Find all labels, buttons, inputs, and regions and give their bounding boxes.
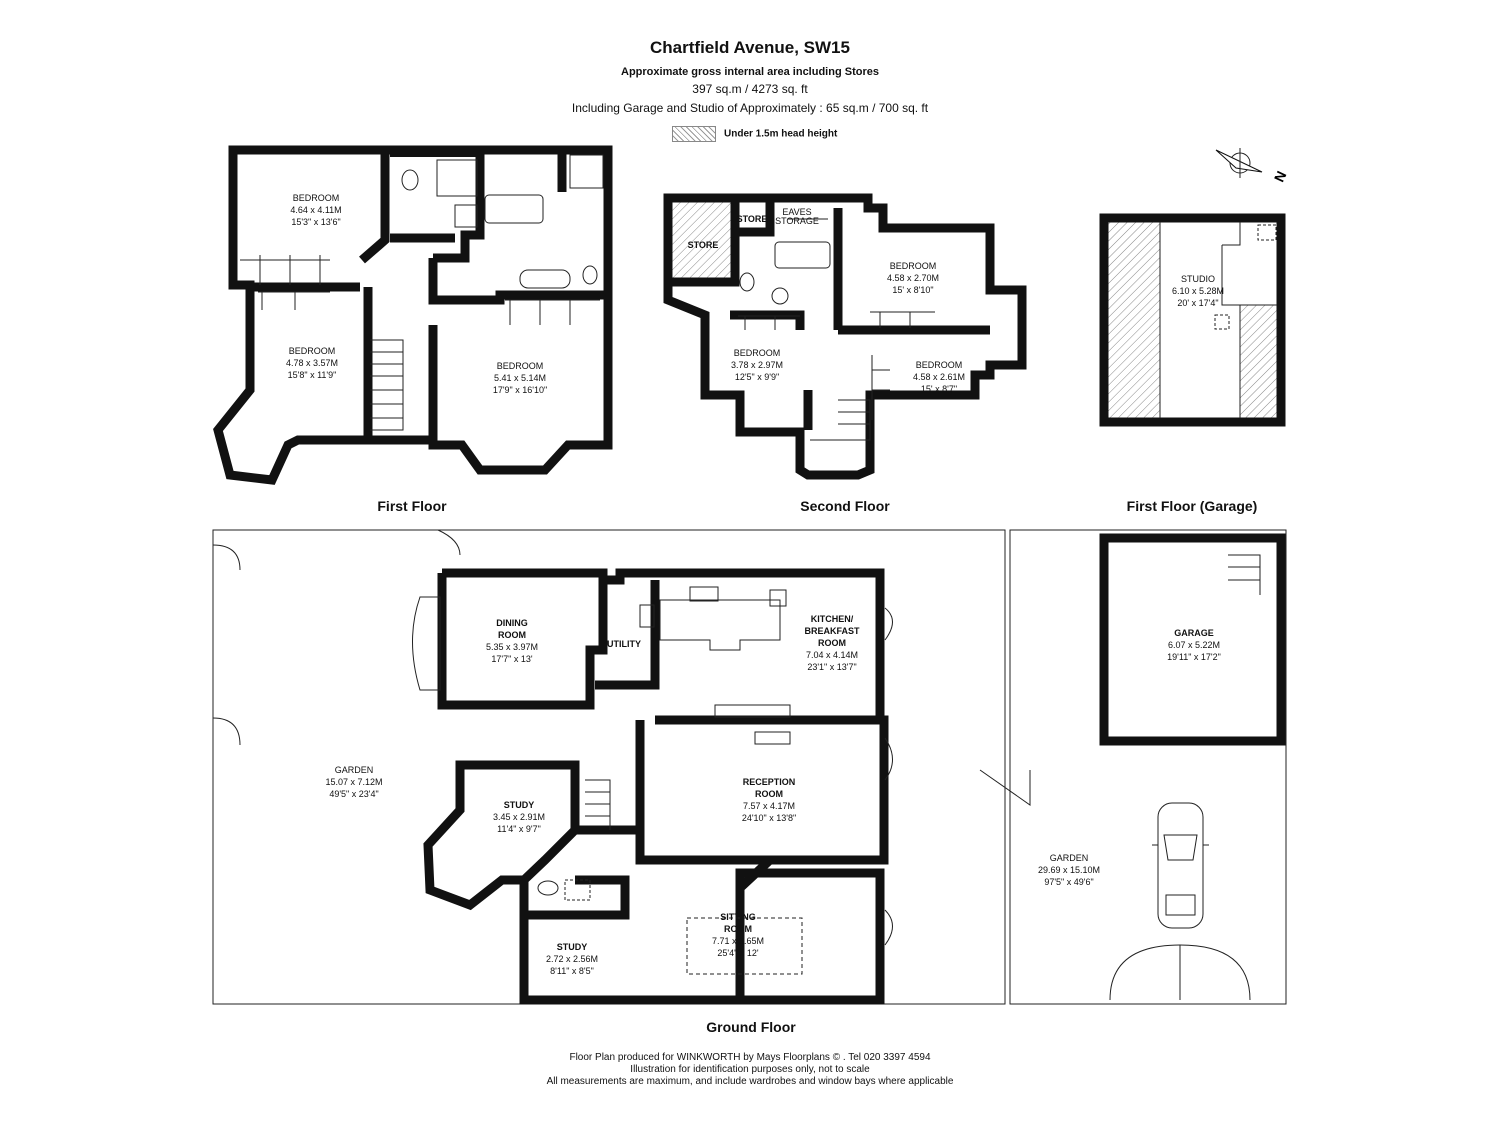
svg-text:4.58 x 2.61M: 4.58 x 2.61M xyxy=(913,372,965,382)
svg-text:STUDY: STUDY xyxy=(557,942,588,952)
svg-text:ROOM: ROOM xyxy=(724,924,752,934)
svg-text:15'3" x 13'6": 15'3" x 13'6" xyxy=(291,217,340,227)
svg-text:4.78 x 3.57M: 4.78 x 3.57M xyxy=(286,358,338,368)
svg-text:BEDROOM: BEDROOM xyxy=(734,348,781,358)
svg-text:15' x 8'7": 15' x 8'7" xyxy=(921,384,957,394)
footer-measurements: All measurements are maximum, and includ… xyxy=(546,1076,954,1087)
car-icon xyxy=(1152,802,1209,929)
svg-text:49'5" x 23'4": 49'5" x 23'4" xyxy=(329,789,378,799)
svg-text:3.78 x 2.97M: 3.78 x 2.97M xyxy=(731,360,783,370)
garage-first-floor-label: First Floor (Garage) xyxy=(1127,498,1258,514)
svg-text:DINING: DINING xyxy=(496,618,528,628)
svg-text:BEDROOM: BEDROOM xyxy=(497,361,544,371)
first-bedroom-2-label: BEDROOM 4.78 x 3.57M 15'8" x 11'9" xyxy=(286,346,338,380)
svg-text:11'4" x 9'7": 11'4" x 9'7" xyxy=(497,824,541,834)
sitting-room-label: SITTING ROOM 7.71 x 3.65M 25'4" x 12' xyxy=(712,912,764,958)
footer-credit: Floor Plan produced for WINKWORTH by May… xyxy=(569,1052,931,1063)
svg-text:8'11" x 8'5": 8'11" x 8'5" xyxy=(550,966,594,976)
svg-text:RECEPTION: RECEPTION xyxy=(743,777,796,787)
area-subtitle: Approximate gross internal area includin… xyxy=(621,66,879,78)
svg-text:4.58 x 2.70M: 4.58 x 2.70M xyxy=(887,273,939,283)
garage-label: GARAGE 6.07 x 5.22M 19'11" x 17'2" xyxy=(1167,628,1221,662)
svg-text:6.07 x 5.22M: 6.07 x 5.22M xyxy=(1168,640,1220,650)
second-store-small-label: STORE xyxy=(737,214,768,224)
first-bedroom-1-label: BEDROOM 4.64 x 4.11M 15'3" x 13'6" xyxy=(290,193,341,227)
svg-text:24'10" x 13'8": 24'10" x 13'8" xyxy=(742,813,796,823)
svg-text:SITTING: SITTING xyxy=(720,912,756,922)
svg-text:ROOM: ROOM xyxy=(755,789,783,799)
svg-text:GARDEN: GARDEN xyxy=(1050,853,1089,863)
page-title: Chartfield Avenue, SW15 xyxy=(650,38,850,57)
utility-label: UTILITY xyxy=(607,639,641,649)
dining-room-label: DINING ROOM 5.35 x 3.97M 17'7" x 13' xyxy=(486,618,538,664)
svg-text:STUDIO: STUDIO xyxy=(1181,274,1215,284)
study-2-label: STUDY 2.72 x 2.56M 8'11" x 8'5" xyxy=(546,942,598,976)
svg-text:25'4" x 12': 25'4" x 12' xyxy=(717,948,758,958)
svg-text:3.45 x 2.91M: 3.45 x 2.91M xyxy=(493,812,545,822)
svg-text:97'5" x 49'6": 97'5" x 49'6" xyxy=(1044,877,1093,887)
ground-floor-plan: Ground Floor GARDEN 15.07 x 7.12M 49'5" … xyxy=(212,529,1287,1035)
svg-text:17'9" x 16'10": 17'9" x 16'10" xyxy=(493,385,547,395)
svg-text:BEDROOM: BEDROOM xyxy=(293,193,340,203)
svg-text:6.10 x 5.28M: 6.10 x 5.28M xyxy=(1172,286,1224,296)
svg-text:2.72 x 2.56M: 2.72 x 2.56M xyxy=(546,954,598,964)
storage-label: STORAGE xyxy=(775,216,819,226)
garden-label: GARDEN 15.07 x 7.12M 49'5" x 23'4" xyxy=(325,765,382,799)
svg-text:KITCHEN/: KITCHEN/ xyxy=(811,614,854,624)
svg-text:7.71 x 3.65M: 7.71 x 3.65M xyxy=(712,936,764,946)
svg-text:23'1" x 13'7": 23'1" x 13'7" xyxy=(807,662,856,672)
second-store-label: STORE xyxy=(688,240,719,250)
second-floor-plan: Second Floor STORE STORE EAVES STORAGE B… xyxy=(663,193,1027,514)
ground-floor-label: Ground Floor xyxy=(706,1019,796,1035)
svg-text:GARAGE: GARAGE xyxy=(1174,628,1214,638)
svg-text:BREAKFAST: BREAKFAST xyxy=(804,626,860,636)
svg-text:BEDROOM: BEDROOM xyxy=(890,261,937,271)
second-bedroom-2-label: BEDROOM 3.78 x 2.97M 12'5" x 9'9" xyxy=(731,348,783,382)
compass-north-label: N xyxy=(1271,168,1290,184)
svg-text:15.07 x 7.12M: 15.07 x 7.12M xyxy=(325,777,382,787)
svg-text:19'11" x 17'2": 19'11" x 17'2" xyxy=(1167,652,1221,662)
first-floor-label: First Floor xyxy=(377,498,447,514)
second-bedroom-3-label: BEDROOM 4.58 x 2.61M 15' x 8'7" xyxy=(913,360,965,394)
svg-text:29.69 x 15.10M: 29.69 x 15.10M xyxy=(1038,865,1100,875)
kitchen-label: KITCHEN/ BREAKFAST ROOM 7.04 x 4.14M 23'… xyxy=(804,614,860,672)
svg-text:5.35 x 3.97M: 5.35 x 3.97M xyxy=(486,642,538,652)
studio-label: STUDIO 6.10 x 5.28M 20' x 17'4" xyxy=(1172,274,1224,308)
legend: Under 1.5m head height xyxy=(672,126,837,142)
svg-text:15'8" x 11'9": 15'8" x 11'9" xyxy=(288,370,337,380)
garage-first-floor-plan: First Floor (Garage) STUDIO 6.10 x 5.28M… xyxy=(1099,213,1286,514)
first-bedroom-3-label: BEDROOM 5.41 x 5.14M 17'9" x 16'10" xyxy=(493,361,547,395)
gross-area: 397 sq.m / 4273 sq. ft xyxy=(692,82,808,96)
svg-text:20' x 17'4": 20' x 17'4" xyxy=(1177,298,1218,308)
svg-text:5.41 x 5.14M: 5.41 x 5.14M xyxy=(494,373,546,383)
svg-text:7.57 x 4.17M: 7.57 x 4.17M xyxy=(743,801,795,811)
svg-text:4.64 x 4.11M: 4.64 x 4.11M xyxy=(290,205,341,215)
second-bedroom-1-label: BEDROOM 4.58 x 2.70M 15' x 8'10" xyxy=(887,261,939,295)
first-floor-plan: First Floor BEDROOM 4.64 x 4.11M 15'3" x… xyxy=(213,145,613,514)
legend-label: Under 1.5m head height xyxy=(724,128,838,140)
reception-room-label: RECEPTION ROOM 7.57 x 4.17M 24'10" x 13'… xyxy=(742,777,796,823)
svg-text:7.04 x 4.14M: 7.04 x 4.14M xyxy=(806,650,858,660)
svg-text:12'5" x 9'9": 12'5" x 9'9" xyxy=(735,372,779,382)
svg-text:STUDY: STUDY xyxy=(504,800,535,810)
eaves-label: EAVES xyxy=(782,207,811,217)
svg-text:ROOM: ROOM xyxy=(818,638,846,648)
svg-text:17'7" x 13': 17'7" x 13' xyxy=(491,654,532,664)
compass-icon: N xyxy=(1215,148,1290,184)
footer-disclaimer: Illustration for identification purposes… xyxy=(630,1064,870,1075)
svg-text:15' x 8'10": 15' x 8'10" xyxy=(892,285,933,295)
svg-text:BEDROOM: BEDROOM xyxy=(289,346,336,356)
svg-text:BEDROOM: BEDROOM xyxy=(916,360,963,370)
svg-text:ROOM: ROOM xyxy=(498,630,526,640)
svg-text:GARDEN: GARDEN xyxy=(335,765,374,775)
garage-area: Including Garage and Studio of Approxima… xyxy=(571,101,929,115)
garden-2-label: GARDEN 29.69 x 15.10M 97'5" x 49'6" xyxy=(1038,853,1100,887)
study-1-label: STUDY 3.45 x 2.91M 11'4" x 9'7" xyxy=(493,800,545,834)
hatch-swatch xyxy=(672,126,716,142)
second-floor-label: Second Floor xyxy=(800,498,890,514)
